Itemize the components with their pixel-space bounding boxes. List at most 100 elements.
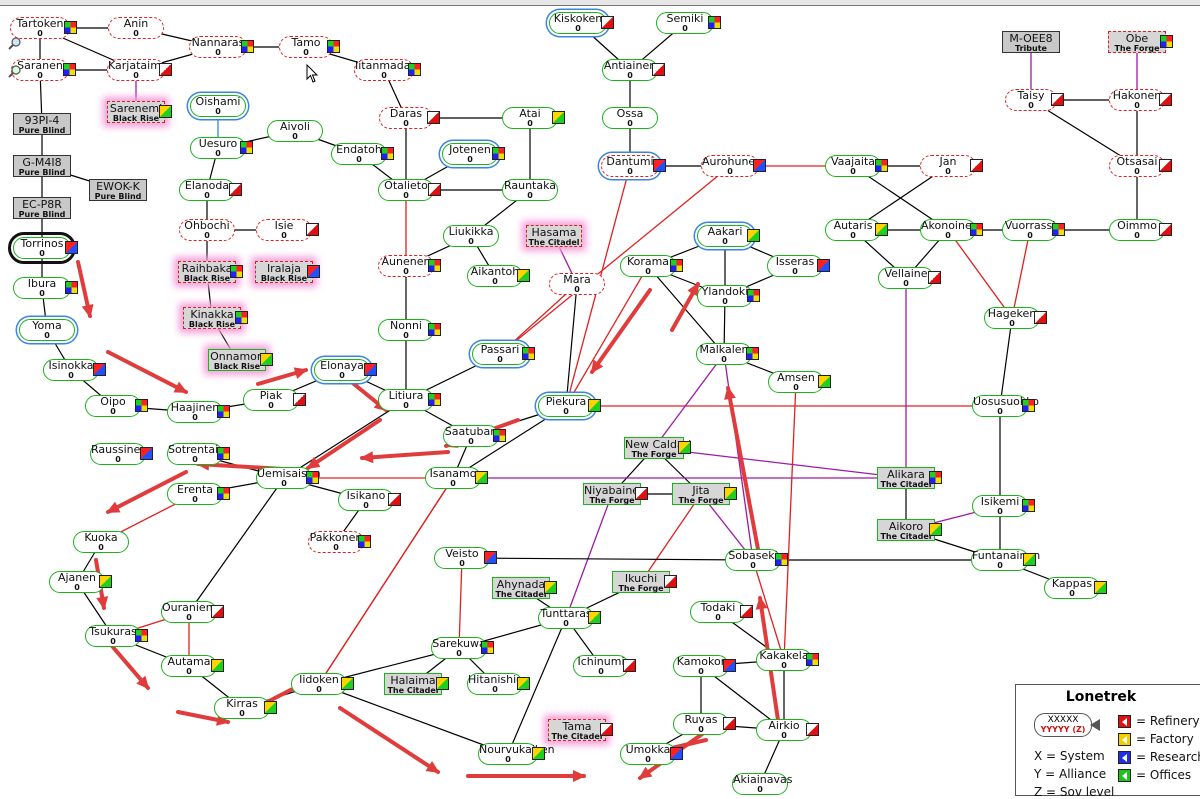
station-services-icon[interactable] — [806, 653, 819, 666]
station-services-icon[interactable] — [65, 241, 78, 254]
station-services-icon[interactable] — [588, 399, 601, 412]
station-services-icon[interactable] — [427, 111, 440, 124]
station-services-icon[interactable] — [708, 16, 721, 29]
station-services-icon[interactable] — [306, 471, 319, 484]
station-services-icon[interactable] — [159, 105, 172, 118]
station-services-icon[interactable] — [428, 183, 441, 196]
station-services-icon[interactable] — [436, 677, 449, 690]
station-services-icon[interactable] — [307, 265, 320, 278]
station-services-icon[interactable] — [159, 63, 172, 76]
station-services-icon[interactable] — [753, 159, 766, 172]
station-services-icon[interactable] — [264, 701, 277, 714]
station-services-icon[interactable] — [1094, 581, 1107, 594]
station-services-icon[interactable] — [230, 265, 243, 278]
station-services-icon[interactable] — [522, 347, 535, 360]
station-services-icon[interactable] — [93, 363, 106, 376]
station-services-icon[interactable] — [140, 447, 153, 460]
station-services-icon[interactable] — [408, 63, 421, 76]
station-services-icon[interactable] — [929, 523, 942, 536]
station-services-icon[interactable] — [747, 289, 760, 302]
station-services-icon[interactable] — [1159, 159, 1172, 172]
station-services-icon[interactable] — [1159, 93, 1172, 106]
station-services-icon[interactable] — [552, 111, 565, 124]
station-services-icon[interactable] — [1160, 35, 1173, 48]
station-services-icon[interactable] — [381, 147, 394, 160]
station-services-icon[interactable] — [532, 747, 545, 760]
station-services-icon[interactable] — [229, 183, 242, 196]
station-services-icon[interactable] — [670, 747, 683, 760]
station-services-icon[interactable] — [217, 487, 230, 500]
station-services-icon[interactable] — [875, 223, 888, 236]
station-services-icon[interactable] — [970, 159, 983, 172]
station-services-icon[interactable] — [260, 353, 273, 366]
station-services-icon[interactable] — [635, 487, 648, 500]
station-services-icon[interactable] — [664, 575, 677, 588]
station-services-icon[interactable] — [1022, 499, 1035, 512]
station-services-icon[interactable] — [818, 375, 831, 388]
station-services-icon[interactable] — [1023, 553, 1036, 566]
station-services-icon[interactable] — [929, 471, 942, 484]
station-services-icon[interactable] — [1022, 399, 1035, 412]
station-services-icon[interactable] — [341, 677, 354, 690]
station-services-icon[interactable] — [428, 259, 441, 272]
station-services-icon[interactable] — [240, 141, 253, 154]
station-services-icon[interactable] — [481, 641, 494, 654]
station-services-icon[interactable] — [775, 553, 788, 566]
